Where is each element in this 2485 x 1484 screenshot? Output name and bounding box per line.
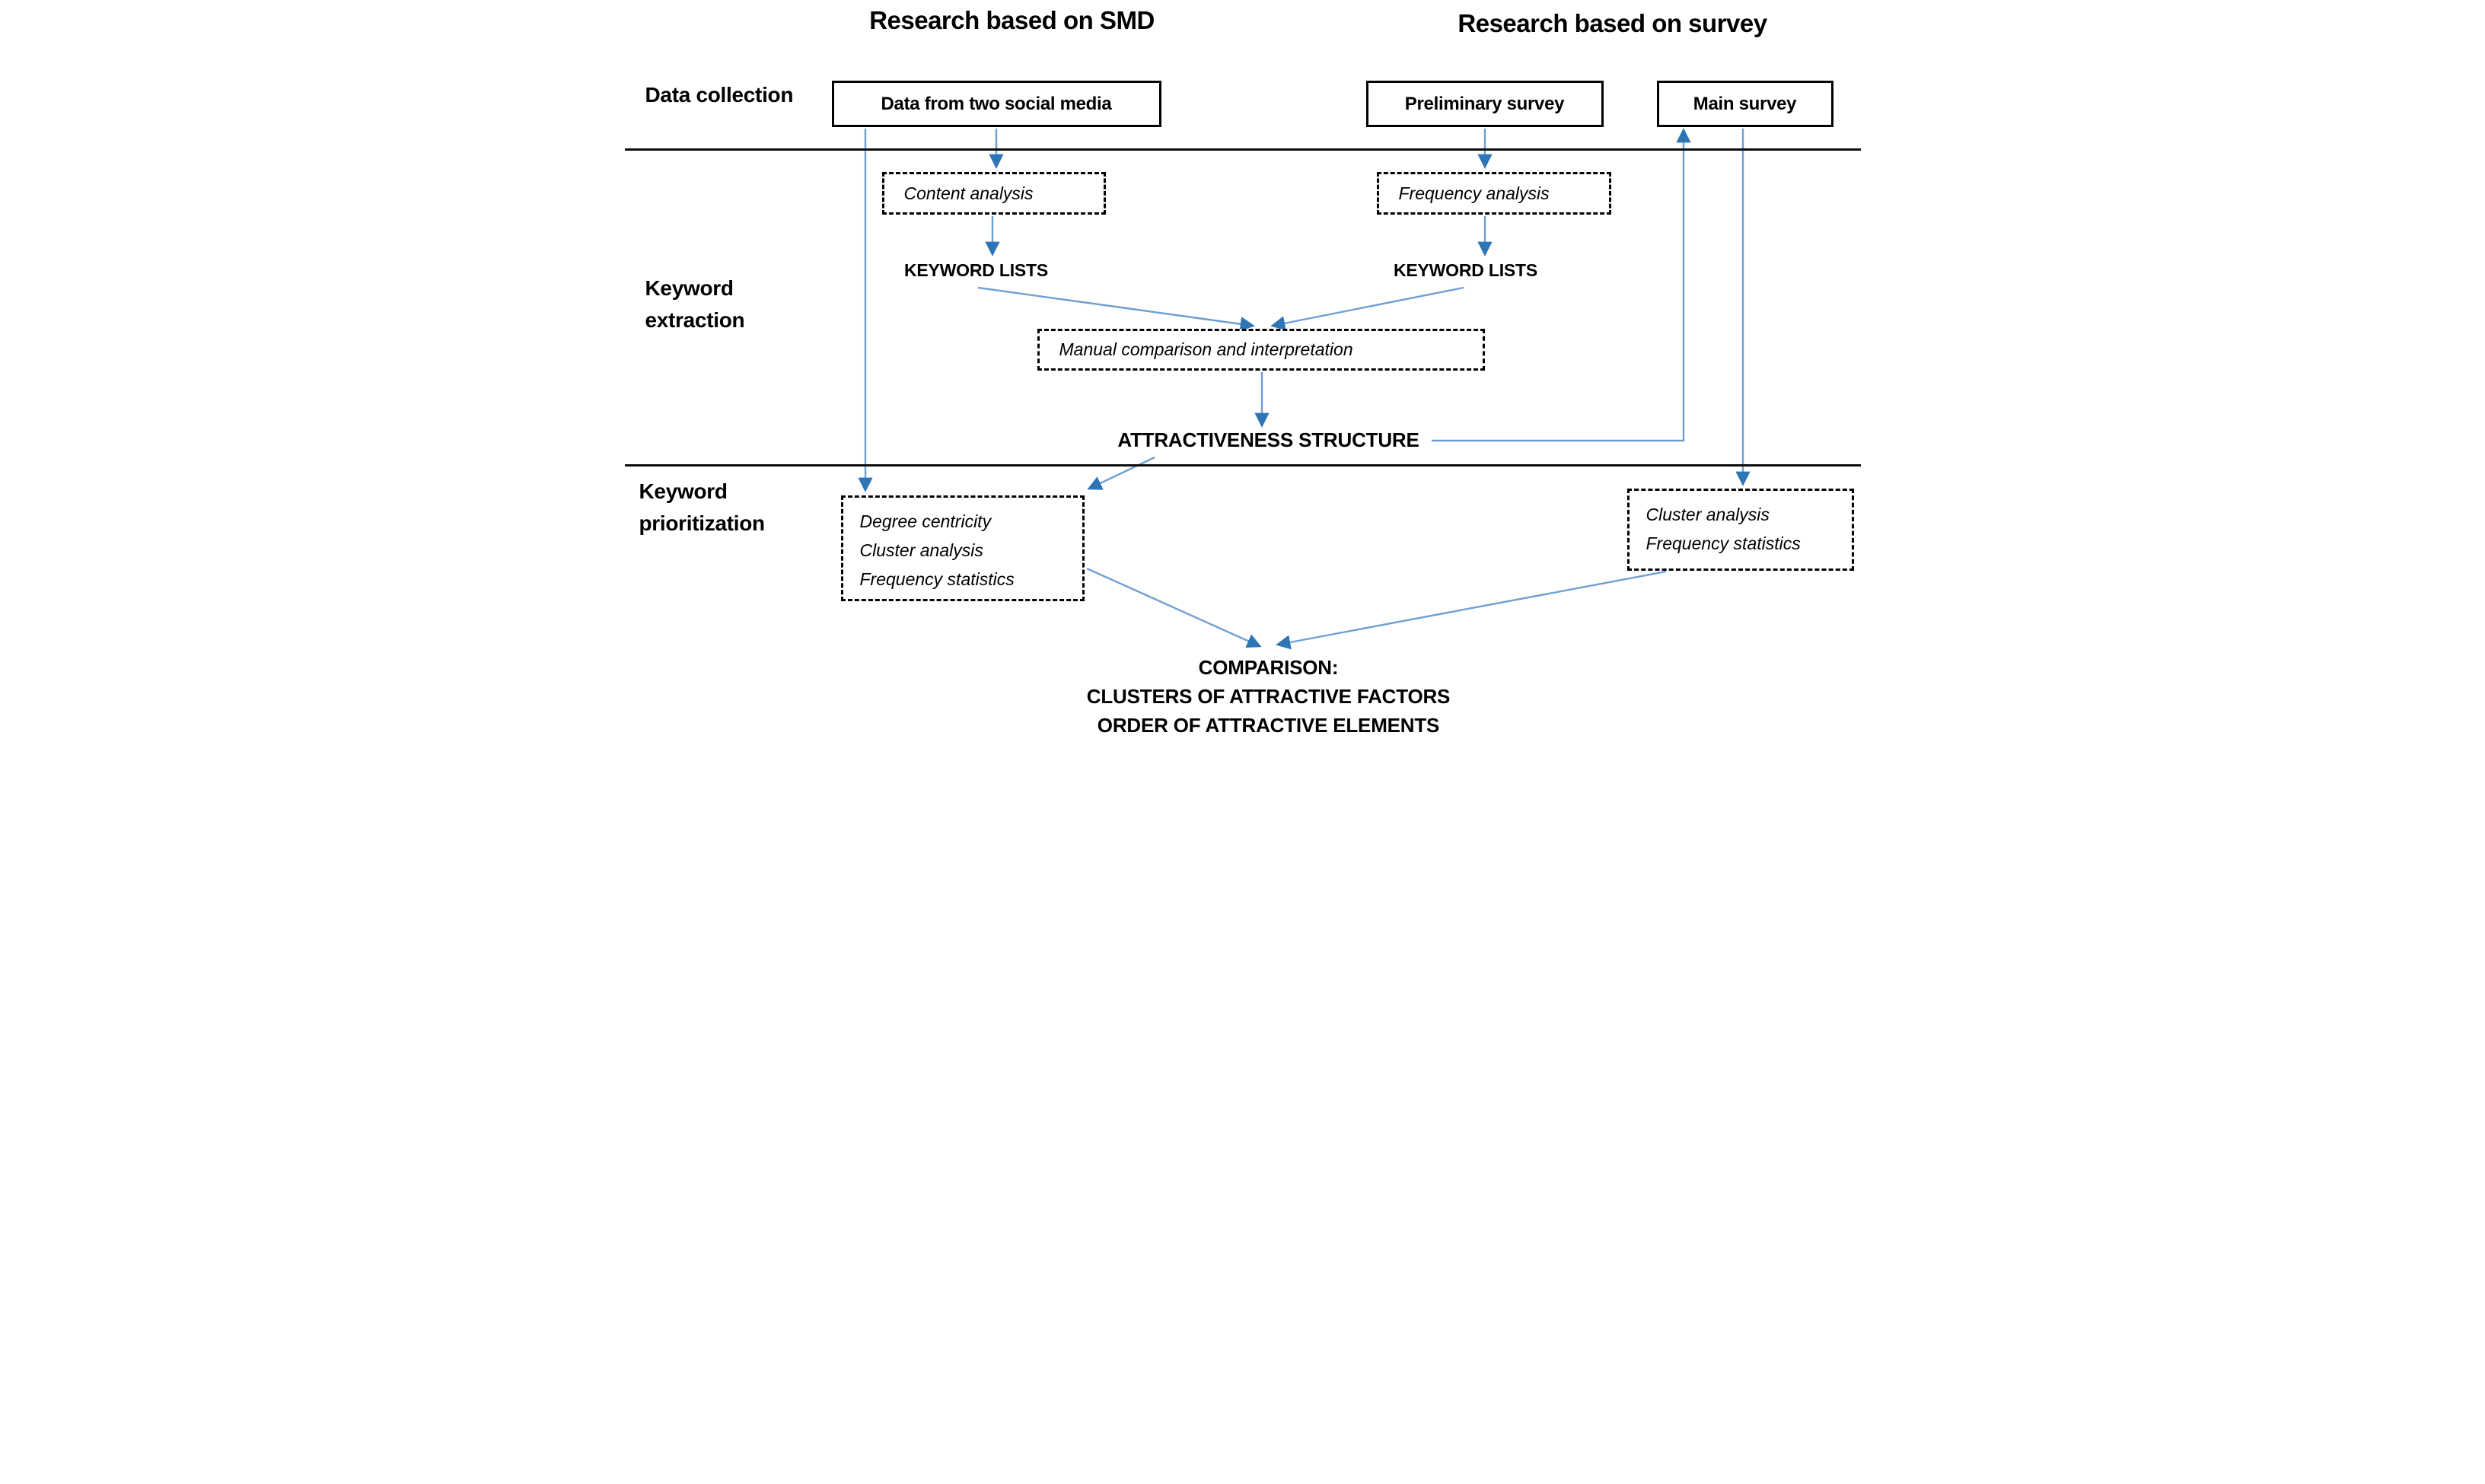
column-header-smd: Research based on SMD xyxy=(869,6,1155,34)
arrow-keyword-lists-survey-to-manual xyxy=(1270,286,1464,331)
node-line: Cluster analysis xyxy=(1646,505,1770,524)
node-label: Data from two social media xyxy=(881,93,1112,114)
node-data-from-social-media: Data from two social media xyxy=(831,81,1161,127)
node-preliminary-survey: Preliminary survey xyxy=(1365,81,1604,127)
node-line: Frequency statistics xyxy=(859,569,1015,589)
row-label-keyword-prioritization: Keyword prioritization xyxy=(639,479,766,535)
node-label: Preliminary survey xyxy=(1404,93,1565,114)
node-label: Frequency analysis xyxy=(1398,183,1550,203)
arrow-keyword-lists-smd-to-manual xyxy=(977,286,1255,332)
arrow-degree-centricity-to-comparison xyxy=(1086,567,1262,648)
node-attractiveness-structure: ATTRACTIVENESS STRUCTURE xyxy=(1117,428,1419,451)
node-label: Content analysis xyxy=(903,183,1034,203)
node-cluster-analysis-box: Cluster analysis Frequency statistics xyxy=(1626,489,1854,571)
comparison-line: CLUSTERS OF ATTRACTIVE FACTORS xyxy=(1086,685,1451,708)
node-line: Degree centricity xyxy=(859,511,992,531)
node-line: Frequency statistics xyxy=(1646,533,1801,553)
arrow-cluster-analysis-to-comparison xyxy=(1275,570,1666,650)
comparison-line: ORDER OF ATTRACTIVE ELEMENTS xyxy=(1097,714,1440,737)
node-manual-comparison: Manual comparison and interpretation xyxy=(1037,329,1485,371)
flowchart: Research based on SMD Research based on … xyxy=(621,0,1864,742)
node-main-survey: Main survey xyxy=(1656,81,1833,127)
node-frequency-analysis: Frequency analysis xyxy=(1376,172,1611,215)
node-content-analysis: Content analysis xyxy=(881,172,1106,215)
node-line: Cluster analysis xyxy=(859,540,983,560)
node-label: Main survey xyxy=(1693,93,1797,114)
node-degree-centricity-box: Degree centricity Cluster analysis Frequ… xyxy=(840,495,1085,601)
column-header-survey: Research based on survey xyxy=(1458,9,1767,37)
node-label: Manual comparison and interpretation xyxy=(1059,339,1353,359)
node-keyword-lists-survey: KEYWORD LISTS xyxy=(1393,260,1538,280)
arrow-attractiveness-to-degree-centricity xyxy=(1086,456,1155,490)
section-divider-2 xyxy=(624,464,1861,467)
node-keyword-lists-smd: KEYWORD LISTS xyxy=(903,260,1049,280)
node-comparison-result: COMPARISON: CLUSTERS OF ATTRACTIVE FACTO… xyxy=(1040,653,1497,740)
comparison-line: COMPARISON: xyxy=(1198,656,1339,679)
row-label-data-collection: Data collection xyxy=(645,83,794,107)
section-divider-1 xyxy=(624,148,1861,151)
row-label-keyword-extraction: Keyword extraction xyxy=(645,276,745,332)
